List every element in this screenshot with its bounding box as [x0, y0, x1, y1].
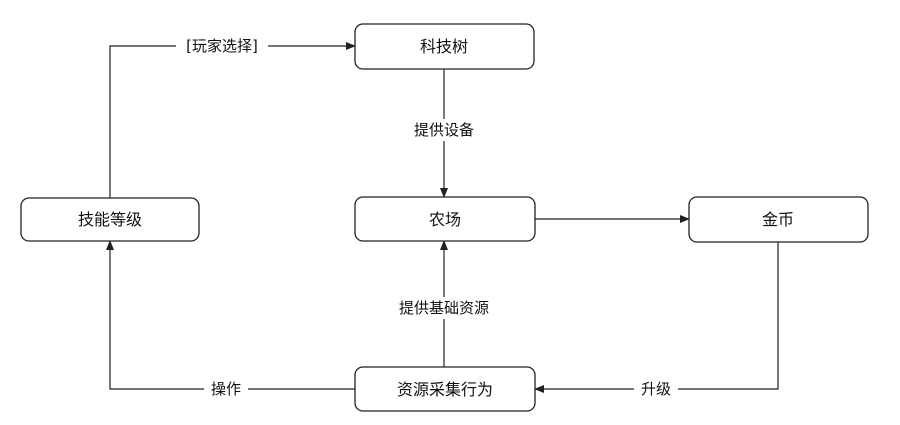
edge-label-upgrade-text: 升级	[641, 380, 671, 398]
edge-label-provide-equipment: 提供设备	[403, 119, 485, 141]
node-resource-gathering: 资源采集行为	[354, 366, 536, 412]
node-gold-label: 金币	[762, 210, 794, 229]
node-skill-level-label: 技能等级	[78, 210, 142, 229]
edge-skill-to-tech	[109, 42, 356, 198]
edge-label-player-choice: [玩家选择]	[176, 35, 268, 57]
edge-label-operate: 操作	[204, 378, 248, 400]
edge-label-provide-basic-resources: 提供基础资源	[387, 297, 501, 319]
node-resource-gathering-label: 资源采集行为	[397, 380, 493, 399]
node-tech-tree: 科技树	[354, 23, 535, 70]
node-farm-label: 农场	[429, 210, 461, 229]
node-tech-tree-label: 科技树	[420, 37, 468, 56]
node-skill-level: 技能等级	[20, 197, 200, 242]
edge-label-operate-text: 操作	[211, 380, 241, 398]
node-farm: 农场	[354, 196, 536, 242]
edge-label-provide-equipment-text: 提供设备	[414, 121, 474, 139]
node-gold: 金币	[688, 196, 869, 243]
edge-label-upgrade: 升级	[634, 378, 678, 400]
edge-gathering-to-skill	[106, 240, 355, 390]
edge-label-player-choice-text: [玩家选择]	[186, 37, 258, 55]
edge-label-provide-basic-resources-text: 提供基础资源	[399, 299, 489, 317]
edge-gold-to-gathering	[534, 242, 779, 393]
